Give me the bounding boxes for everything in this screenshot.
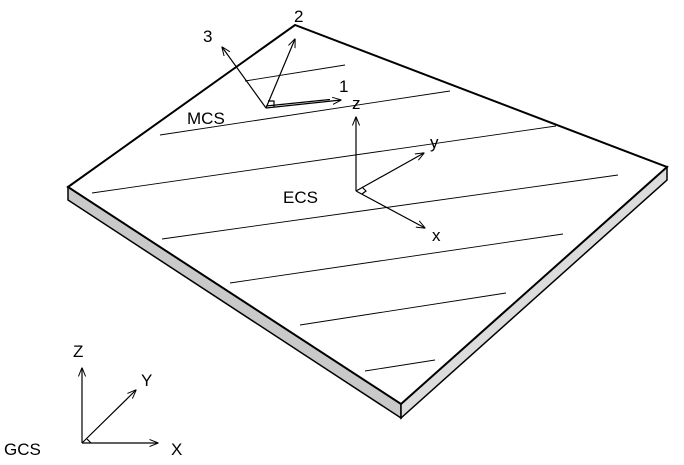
fiber-line	[161, 174, 619, 240]
mcs-axis-1-shaft-double	[265, 98, 331, 107]
ecs-axis-y-label: y	[430, 133, 439, 152]
mcs-axis-2-label: 2	[294, 7, 303, 26]
gcs-axis-z-label: Z	[73, 342, 83, 361]
fiber-line	[364, 359, 436, 372]
ecs-right-angle-mark	[361, 186, 367, 195]
ecs-axis-x-label: x	[432, 226, 441, 245]
gcs-label: GCS	[4, 440, 41, 459]
gcs-axes	[82, 368, 158, 443]
gcs-axis-y-label: Y	[141, 371, 152, 390]
mcs-axis-3-label: 3	[203, 27, 212, 46]
gcs-axis-x-label: X	[171, 440, 182, 459]
mcs-label: MCS	[187, 109, 225, 128]
fiber-line	[91, 125, 557, 194]
plate-top-face	[66, 23, 669, 406]
fiber-line	[159, 90, 451, 136]
fiber-line	[229, 233, 564, 284]
mcs-axis-3-arrow	[222, 47, 267, 109]
fiber-lines	[91, 64, 619, 372]
mcs-axis-1-label: 1	[339, 77, 348, 96]
ecs-label: ECS	[283, 188, 318, 207]
gcs-right-angle-mark	[86, 438, 92, 444]
mcs-axes	[222, 39, 341, 109]
fiber-line	[299, 292, 507, 326]
ecs-axis-y-arrow	[355, 153, 424, 192]
gcs-axis-y-arrow	[81, 390, 136, 444]
fiber-line	[244, 64, 346, 82]
ecs-axes	[356, 117, 425, 228]
ecs-axis-x-arrow	[355, 190, 425, 228]
plate	[66, 23, 669, 420]
ecs-axis-z-label: z	[352, 94, 361, 113]
mcs-axis-2-arrow	[265, 39, 295, 109]
mcs-right-angle-mark	[268, 100, 275, 107]
mcs-axis-1-arrow	[265, 100, 341, 109]
